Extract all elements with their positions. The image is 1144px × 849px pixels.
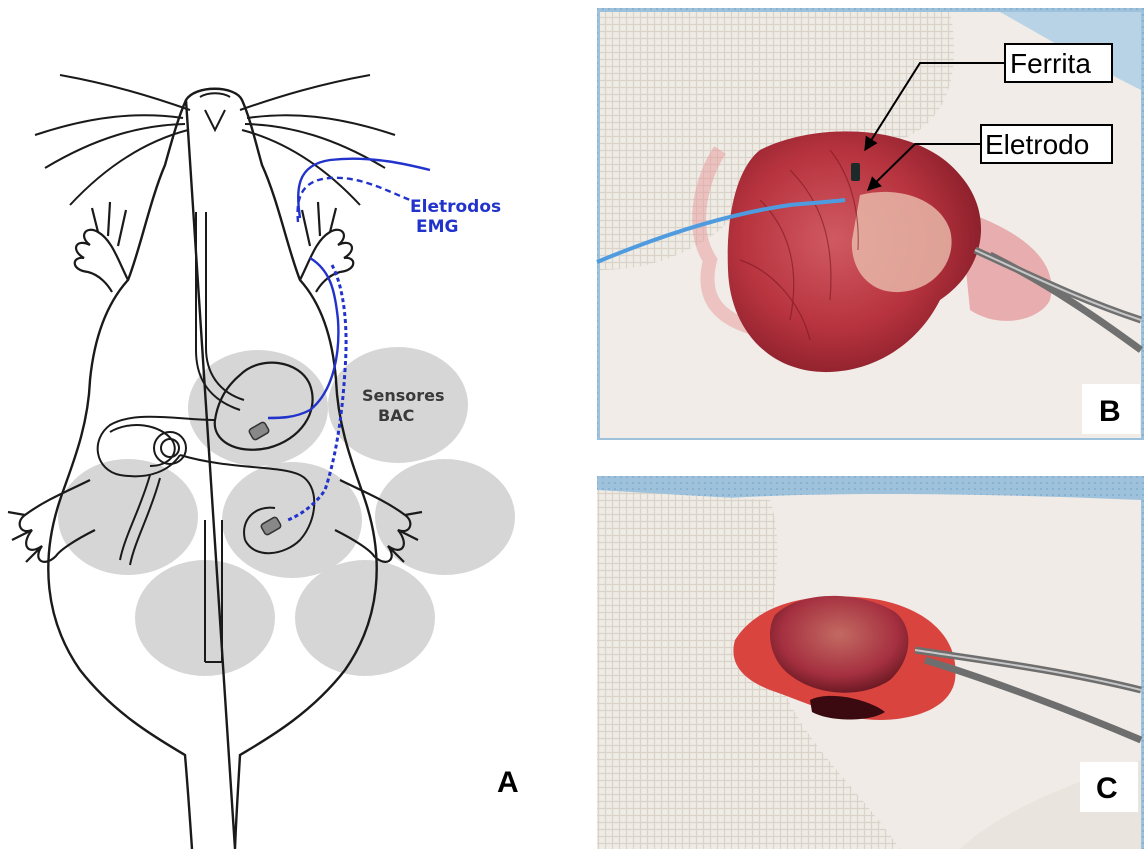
electrodes-label-line1: Eletrodos	[410, 197, 501, 217]
electrodes-label-line2: EMG	[416, 217, 458, 237]
sensors-label-line1: Sensores	[362, 386, 445, 405]
sensor-disk	[295, 560, 435, 676]
sensor-disks	[58, 347, 515, 676]
whiskers	[35, 75, 395, 205]
sensor-disk	[328, 347, 468, 463]
front-paws	[75, 202, 354, 292]
sensors-label-line2: BAC	[378, 406, 414, 425]
panel-b-photo: Ferrita Eletrodo B	[597, 8, 1144, 440]
panel-letter-a: A	[497, 766, 519, 799]
electrode-label: Eletrodo	[985, 129, 1089, 160]
panel-c-photo: C	[597, 476, 1144, 849]
ferrite-label: Ferrita	[1010, 48, 1091, 79]
panel-letter-c: C	[1096, 772, 1118, 805]
panel-a-diagram: Eletrodos EMG Sensores BAC A	[8, 75, 519, 849]
sensor-disk	[375, 459, 515, 575]
panel-letter-b: B	[1099, 395, 1121, 428]
